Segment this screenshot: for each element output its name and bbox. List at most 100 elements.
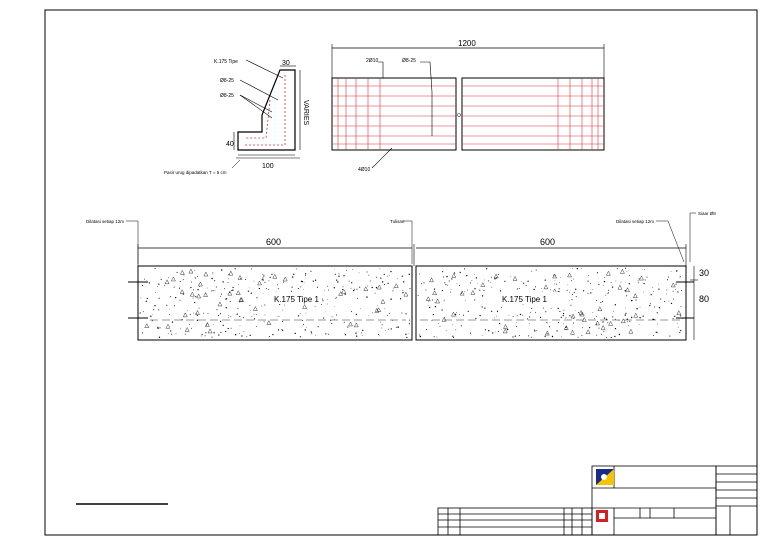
concrete-dot [327,285,329,287]
concrete-dot [660,299,661,301]
concrete-dot [490,281,491,283]
concrete-dot [356,335,358,337]
concrete-dot [344,333,346,334]
aggregate-mark [595,320,600,326]
concrete-dot [442,271,444,273]
concrete-dot [626,318,628,320]
concrete-dot [417,295,419,297]
concrete-dot [604,276,606,278]
concrete-dot [338,273,340,275]
concrete-dot [670,302,673,305]
concrete-dot [408,273,410,275]
concrete-dot [554,279,556,281]
aggregate-mark [639,275,644,281]
concrete-dot [302,288,304,290]
concrete-dot [347,326,349,328]
concrete-dot [667,276,670,278]
concrete-dot [194,301,196,304]
concrete-dot [367,315,369,317]
concrete-dot [228,278,230,280]
concrete-dot [256,297,258,299]
concrete-dot [361,334,363,336]
concrete-dot [282,309,283,311]
concrete-dot [638,278,640,280]
concrete-dot [616,268,618,270]
section-rebar [245,99,271,139]
concrete-dot [219,320,222,323]
concrete-dot [625,312,627,314]
aggregate-mark [165,323,171,329]
concrete-dot [556,330,558,332]
aggregate-mark [403,291,409,297]
concrete-dot [262,279,264,281]
aggregate-mark [435,298,440,304]
concrete-dot [300,286,302,288]
concrete-dot [516,315,518,317]
concrete-dot [295,268,297,270]
concrete-dot [620,281,622,283]
plan-label-bar-b: Ø8-25 [402,58,416,64]
concrete-dot [483,279,485,281]
concrete-dot [445,330,447,331]
concrete-dot [517,288,519,290]
aggregate-mark [353,322,359,328]
concrete-dot [613,311,614,312]
concrete-dot [171,333,173,335]
plan-rebar-vertical [337,78,599,150]
aggregate-mark [198,281,203,287]
concrete-dot [658,288,660,290]
concrete-dot [439,325,441,327]
concrete-dot [278,316,280,318]
concrete-dot [368,274,370,276]
concrete-dot [245,278,247,280]
concrete-dot [184,333,186,335]
concrete-dot [481,295,484,297]
concrete-dot [491,286,493,288]
concrete-dot [334,273,336,275]
concrete-dot [498,322,501,325]
concrete-dot [367,285,368,287]
concrete-dot [405,333,407,335]
concrete-dot [251,316,253,317]
concrete-dot [560,277,561,279]
concrete-dot [334,268,335,270]
aggregate-mark [338,291,343,296]
concrete-dot [467,289,468,291]
concrete-dot [487,280,489,282]
concrete-dot [228,317,229,318]
concrete-dot [325,333,327,335]
concrete-dot [456,283,458,285]
agency-logo-icon [596,510,608,522]
concrete-dot [406,336,408,339]
concrete-dot [153,309,155,311]
concrete-dot [474,299,476,301]
concrete-dot [465,300,466,302]
concrete-dot [302,320,303,321]
concrete-dot [419,333,420,335]
concrete-dot [402,292,404,294]
concrete-dot [396,326,398,328]
concrete-dot [314,279,317,281]
concrete-dot [174,305,176,307]
concrete-dot [383,273,385,275]
concrete-dot [175,296,177,299]
concrete-dot [582,290,585,292]
concrete-dot [388,312,390,314]
concrete-dot [463,268,466,270]
company-logo-icon [596,469,614,485]
concrete-dot [225,298,227,300]
concrete-dot [215,286,217,288]
concrete-dot [569,315,571,317]
concrete-dot [277,329,280,331]
concrete-dot [561,336,562,338]
concrete-dot [310,332,312,334]
concrete-dot [344,293,346,295]
concrete-dot [380,277,382,279]
section-dim-top: 30 [282,60,290,67]
elev-dim-right: 600 [540,237,555,247]
concrete-dot [229,301,231,302]
concrete-dot [201,333,203,336]
concrete-dot [675,283,677,285]
concrete-dot [401,275,403,277]
concrete-dot [154,305,156,307]
